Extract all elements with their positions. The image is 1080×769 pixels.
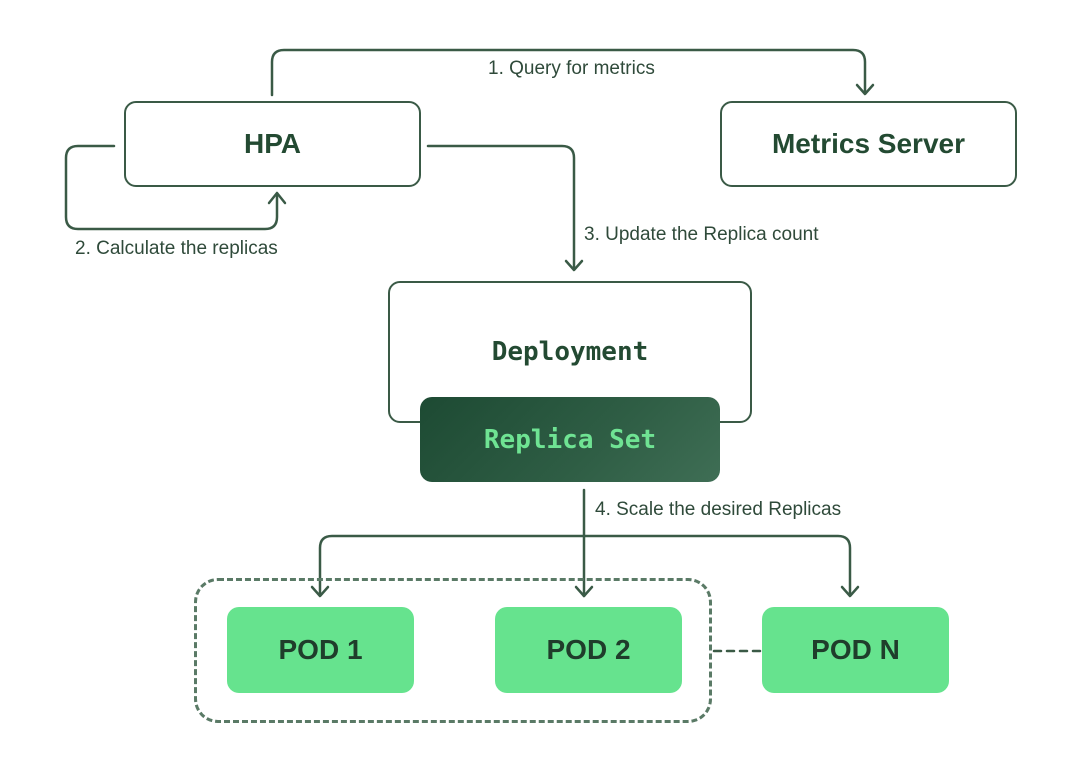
pod-group-dashed — [194, 578, 712, 723]
arrowhead-query — [855, 83, 875, 96]
connector-scale-branches — [318, 534, 852, 597]
step-3-label: 3. Update the Replica count — [584, 224, 819, 245]
pod-n-node: POD N — [762, 607, 949, 693]
metrics-server-node: Metrics Server — [720, 101, 1017, 187]
connector-calculate — [64, 144, 279, 231]
pod-n-label: POD N — [811, 634, 900, 665]
arrowhead-pod2 — [574, 585, 594, 598]
replica-set-label: Replica Set — [483, 424, 657, 455]
hpa-label: HPA — [243, 128, 302, 159]
metrics-server-label: Metrics Server — [771, 128, 965, 159]
connector-update — [426, 144, 576, 271]
arrowhead-pod1 — [310, 585, 330, 598]
pod-1-label: POD 1 — [278, 634, 363, 665]
pod-2-label: POD 2 — [546, 634, 631, 665]
arrowhead-update — [564, 259, 584, 272]
arrowhead-calculate — [267, 191, 287, 205]
step-4-label: 4. Scale the desired Replicas — [595, 499, 842, 520]
hpa-node: HPA — [124, 101, 421, 187]
pod-2-node: POD 2 — [495, 607, 682, 693]
connector-query — [270, 48, 867, 97]
step-2-label: 2. Calculate the replicas — [75, 238, 278, 259]
replica-set-node: Replica Set — [420, 397, 720, 482]
arrowhead-podn — [840, 585, 860, 598]
step-1-label: 1. Query for metrics — [488, 58, 655, 79]
deployment-label: Deployment — [491, 337, 649, 367]
pod-1-node: POD 1 — [227, 607, 414, 693]
